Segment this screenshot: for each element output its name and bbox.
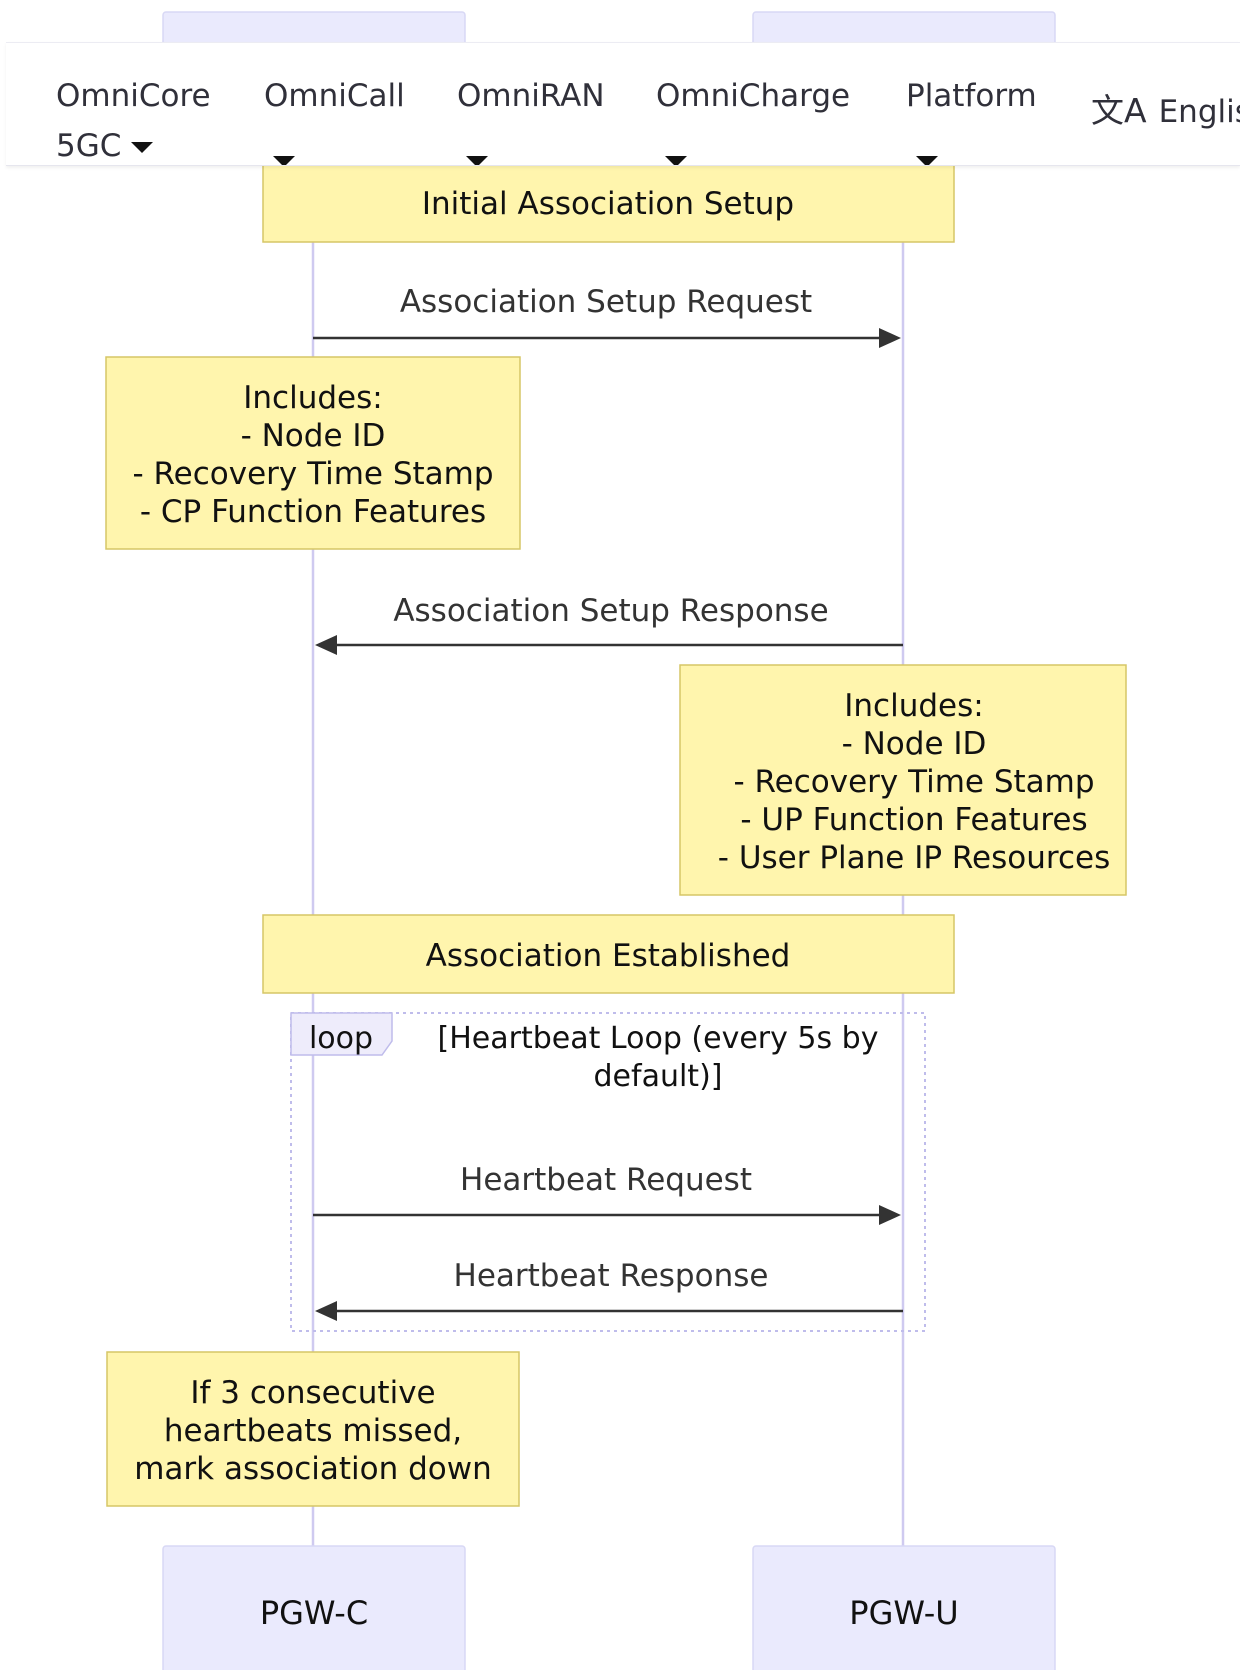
nav-item-label: Platform	[906, 78, 1037, 114]
actor-box-pgw-u	[752, 1545, 1056, 1670]
nav-item-label: OmniCall	[264, 78, 405, 114]
note-response-includes	[679, 664, 1127, 896]
actor-box-pgw-c	[162, 1545, 466, 1670]
note-response-includes-line: - User Plane IP Resources	[718, 840, 1110, 876]
note-request-includes-line: - Recovery Time Stamp	[132, 456, 493, 492]
actor-label-pgw-u: PGW-U	[849, 1594, 958, 1632]
message-label-heartbeat-request: Heartbeat Request	[460, 1162, 752, 1198]
nav-item-label: OmniCharge	[656, 78, 851, 114]
message-label-association-setup-response: Association Setup Response	[393, 593, 828, 629]
note-association-established-text: Association Established	[426, 938, 791, 974]
note-request-includes-line: - CP Function Features	[140, 494, 486, 530]
note-request-includes	[105, 356, 521, 550]
actor-label-pgw-c: PGW-C	[260, 1594, 368, 1632]
note-heartbeat-failure-line: mark association down	[134, 1451, 492, 1487]
arrowhead-association-setup-request	[879, 328, 901, 348]
nav-item-omnicharge[interactable]: OmniCharge	[656, 71, 850, 121]
note-heartbeat-failure-line: heartbeats missed,	[164, 1413, 462, 1449]
chevron-down-icon[interactable]	[916, 156, 938, 165]
note-response-includes-line: - Recovery Time Stamp	[733, 764, 1094, 800]
nav-item-omniran[interactable]: OmniRAN	[457, 71, 605, 121]
chevron-down-icon[interactable]	[466, 156, 488, 165]
note-association-established	[262, 914, 955, 994]
chevron-down-icon[interactable]	[273, 156, 295, 165]
note-initial-association-setup	[262, 163, 955, 243]
arrowhead-heartbeat-request	[879, 1205, 901, 1225]
arrowhead-association-setup-response	[315, 635, 337, 655]
nav-item-label: OmniRAN	[457, 78, 605, 114]
language-selector[interactable]: 文A Englis	[1091, 89, 1240, 134]
top-navigation-bar: OmniCore 5GC OmniCall OmniRAN OmniCharge…	[6, 42, 1240, 166]
note-heartbeat-failure	[106, 1351, 520, 1507]
loop-condition-line: default)]	[594, 1059, 723, 1094]
translate-icon: 文A	[1091, 91, 1147, 130]
language-label: Englis	[1158, 94, 1240, 130]
loop-frame	[290, 1012, 926, 1332]
chevron-down-icon[interactable]	[665, 156, 687, 165]
loop-condition-line: [Heartbeat Loop (every 5s by	[438, 1021, 879, 1056]
loop-tab	[290, 1012, 393, 1056]
note-response-includes-line: Includes:	[844, 688, 983, 724]
arrowhead-heartbeat-response	[315, 1301, 337, 1321]
loop-label: loop	[309, 1021, 373, 1056]
note-heartbeat-failure-line: If 3 consecutive	[190, 1375, 435, 1411]
chevron-down-icon	[131, 142, 154, 153]
message-label-association-setup-request: Association Setup Request	[400, 284, 812, 320]
nav-item-omnicall[interactable]: OmniCall	[264, 71, 405, 121]
nav-item-platform[interactable]: Platform	[906, 71, 1037, 121]
note-initial-association-setup-text: Initial Association Setup	[422, 186, 794, 222]
nav-item-label: 5GC	[56, 128, 122, 164]
note-response-includes-line: - Node ID	[842, 726, 987, 762]
nav-item-label: OmniCore	[56, 78, 211, 114]
nav-item-omnicore-5gc[interactable]: OmniCore 5GC	[56, 71, 211, 165]
note-request-includes-line: - Node ID	[241, 418, 386, 454]
note-response-includes-line: - UP Function Features	[740, 802, 1087, 838]
message-label-heartbeat-response: Heartbeat Response	[454, 1258, 769, 1294]
note-request-includes-line: Includes:	[243, 380, 382, 416]
